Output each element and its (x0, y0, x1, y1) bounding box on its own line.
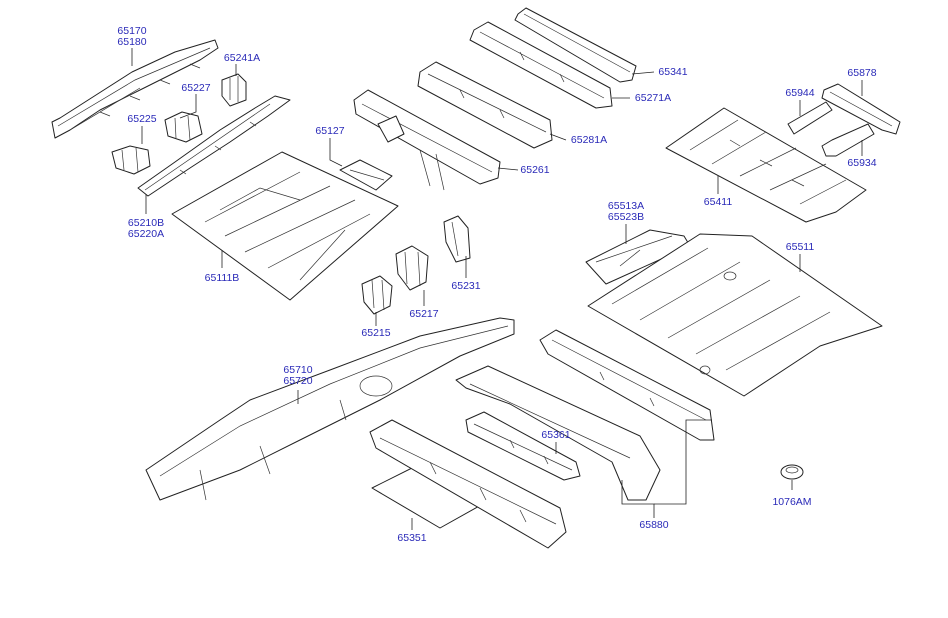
label-65217: 65217 (409, 308, 439, 320)
label-65720: 65720 (283, 375, 313, 387)
part-65210b-rail[interactable] (137, 95, 291, 197)
label-65225: 65225 (127, 113, 157, 125)
label-65880: 65880 (639, 519, 669, 531)
label-65220a: 65220A (127, 228, 165, 240)
part-65127-panel[interactable] (339, 159, 393, 191)
label-65271a: 65271A (634, 92, 672, 104)
part-65241a-bracket[interactable] (221, 73, 247, 107)
part-65351-plate[interactable] (369, 419, 567, 549)
label-65351: 65351 (397, 532, 427, 544)
label-65111b: 65111B (204, 272, 240, 284)
part-1076am-grommet[interactable] (780, 464, 804, 480)
part-65217-bracket[interactable] (395, 245, 429, 291)
label-1076am: 1076AM (772, 496, 812, 508)
label-65180: 65180 (117, 36, 147, 48)
label-65261: 65261 (520, 164, 550, 176)
label-65170: 65170 (117, 25, 147, 37)
part-65215-bracket[interactable] (361, 275, 393, 315)
label-65523b: 65523B (607, 211, 645, 223)
label-65411: 65411 (703, 196, 733, 208)
part-65411-rear-floor[interactable] (665, 107, 867, 223)
label-65241a: 65241A (223, 52, 261, 64)
label-65281a: 65281A (570, 134, 608, 146)
part-65111b-front-floor[interactable] (171, 151, 399, 301)
part-65710-frame[interactable] (145, 317, 515, 501)
part-65934-bar[interactable] (821, 123, 875, 157)
label-65511: 65511 (785, 241, 815, 253)
part-65880-rear-member[interactable] (455, 329, 715, 501)
part-65513a-panel[interactable] (585, 229, 691, 285)
label-65878: 65878 (847, 67, 877, 79)
part-65944-bar[interactable] (787, 101, 833, 135)
part-65878-bar[interactable] (821, 83, 901, 135)
label-65944: 65944 (785, 87, 815, 99)
label-65127: 65127 (315, 125, 345, 137)
part-65231-bracket[interactable] (443, 215, 471, 263)
label-65513a: 65513A (607, 200, 645, 212)
part-65225-bracket[interactable] (111, 145, 151, 175)
part-65341-rail[interactable] (514, 7, 637, 83)
part-65271a-rail[interactable] (469, 21, 613, 109)
part-65281a-crossmember[interactable] (417, 61, 553, 149)
label-65934: 65934 (847, 157, 877, 169)
label-65710: 65710 (283, 364, 313, 376)
part-65511-floor-panel[interactable] (587, 233, 883, 397)
leader-lines (131, 48, 863, 530)
label-65231: 65231 (451, 280, 481, 292)
label-65210b: 65210B (127, 217, 165, 229)
part-65261-crossmember[interactable] (353, 89, 501, 191)
label-65341: 65341 (658, 66, 688, 78)
label-65215: 65215 (361, 327, 391, 339)
label-65361: 65361 (541, 429, 571, 441)
part-65227-bracket[interactable] (164, 111, 203, 143)
part-65170-side-member[interactable] (51, 39, 219, 139)
label-65227: 65227 (181, 82, 211, 94)
part-65361-crossmember[interactable] (465, 411, 581, 481)
